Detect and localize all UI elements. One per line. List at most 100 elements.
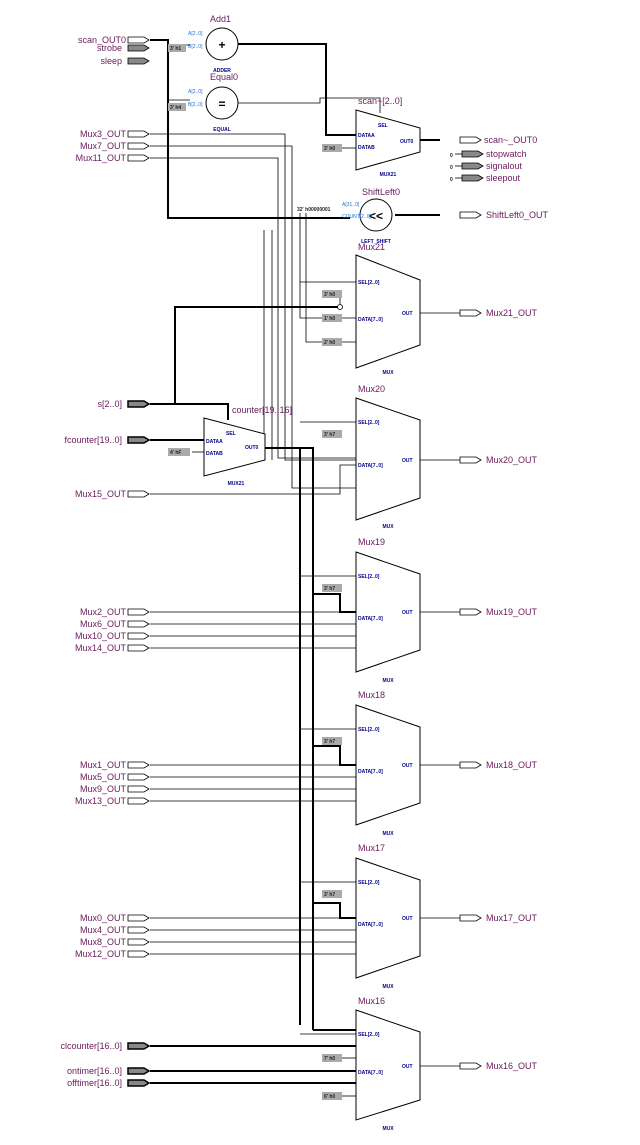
- junction-dot: [337, 304, 343, 310]
- svg-text:3' h0: 3' h0: [324, 146, 335, 152]
- svg-text:MUX: MUX: [382, 678, 394, 684]
- svg-text:SEL[2..0]: SEL[2..0]: [358, 280, 380, 286]
- block-counter[interactable]: counter[19..16] SEL DATAA DATAB OUT0 MUX…: [203, 405, 292, 487]
- const-mux21-3: 2' h0: [322, 338, 342, 346]
- svg-text:offtimer[16..0]: offtimer[16..0]: [67, 1078, 122, 1088]
- svg-text:Mux13_OUT: Mux13_OUT: [75, 796, 127, 806]
- svg-text:SEL[2..0]: SEL[2..0]: [358, 727, 380, 733]
- svg-text:strobe: strobe: [97, 43, 122, 53]
- input-port-mux9: Mux9_OUT: [80, 784, 150, 794]
- svg-text:Mux16_OUT: Mux16_OUT: [486, 1061, 538, 1071]
- block-mux16[interactable]: Mux16 SEL[2..0] DATA[7..0] OUT MUX: [355, 996, 421, 1132]
- svg-text:3' h4: 3' h4: [170, 105, 181, 111]
- svg-text:DATAB: DATAB: [358, 145, 375, 151]
- svg-text:DATAB: DATAB: [206, 451, 223, 457]
- svg-text:Mux0_OUT: Mux0_OUT: [80, 913, 127, 923]
- const-add1-b: 3' h1: [168, 44, 186, 52]
- input-ports: scan_OUT0 strobe sleep Mux3_OUT Mux7_OUT…: [60, 35, 150, 1088]
- const-scan-b: 3' h0: [322, 144, 342, 152]
- input-port-mux5: Mux5_OUT: [80, 772, 150, 782]
- svg-text:ontimer[16..0]: ontimer[16..0]: [67, 1066, 122, 1076]
- svg-text:signalout: signalout: [486, 161, 523, 171]
- svg-text:scan~[2..0]: scan~[2..0]: [358, 96, 402, 106]
- svg-text:DATA[7..0]: DATA[7..0]: [358, 317, 383, 323]
- svg-text:DATA[7..0]: DATA[7..0]: [358, 769, 383, 775]
- input-port-mux7: Mux7_OUT: [80, 141, 150, 151]
- svg-text:OUT: OUT: [402, 610, 413, 616]
- wires: [150, 39, 462, 1097]
- svg-text:Mux18_OUT: Mux18_OUT: [486, 760, 538, 770]
- svg-text:DATA[7..0]: DATA[7..0]: [358, 616, 383, 622]
- block-mux18[interactable]: Mux18 SEL[2..0] DATA[7..0] OUT MUX: [355, 690, 421, 837]
- block-equal0[interactable]: Equal0 = A[2..0] B[2..0] EQUAL: [188, 72, 239, 133]
- block-mux19[interactable]: Mux19 SEL[2..0] DATA[7..0] OUT MUX: [355, 537, 421, 684]
- svg-text:MUX21: MUX21: [228, 481, 245, 487]
- input-port-mux6: Mux6_OUT: [80, 619, 150, 629]
- block-shiftleft0[interactable]: ShiftLeft0 << A[31..0] COUNT[2..0] LEFT_…: [342, 187, 400, 245]
- svg-text:Mux1_OUT: Mux1_OUT: [80, 760, 127, 770]
- svg-text:SEL: SEL: [226, 431, 236, 437]
- const-mux21-2: 1' h0: [322, 314, 342, 322]
- svg-text:0: 0: [450, 165, 453, 171]
- svg-text:Mux4_OUT: Mux4_OUT: [80, 925, 127, 935]
- svg-text:EQUAL: EQUAL: [213, 127, 231, 133]
- svg-text:3' h7: 3' h7: [324, 892, 335, 898]
- input-port-mux12: Mux12_OUT: [75, 949, 150, 959]
- svg-text:Mux14_OUT: Mux14_OUT: [75, 643, 127, 653]
- svg-text:SEL[2..0]: SEL[2..0]: [358, 880, 380, 886]
- input-port-sleep: sleep: [100, 56, 150, 66]
- input-port-strobe: strobe: [97, 43, 150, 53]
- svg-text:sleepout: sleepout: [486, 173, 521, 183]
- svg-text:DATA[7..0]: DATA[7..0]: [358, 922, 383, 928]
- svg-text:=: =: [218, 97, 225, 111]
- svg-text:1' h0: 1' h0: [324, 316, 335, 322]
- svg-text:DATA[7..0]: DATA[7..0]: [358, 1070, 383, 1076]
- svg-text:counter[19..16]: counter[19..16]: [232, 405, 292, 415]
- svg-text:A[31..0]: A[31..0]: [342, 202, 360, 208]
- svg-text:6' h0: 6' h0: [324, 1094, 335, 1100]
- svg-text:Mux5_OUT: Mux5_OUT: [80, 772, 127, 782]
- input-port-mux3: Mux3_OUT: [80, 129, 150, 139]
- block-mux21[interactable]: Mux21 SEL[2..0] DATA[7..0] OUT MUX: [355, 242, 421, 376]
- input-port-mux4: Mux4_OUT: [80, 925, 150, 935]
- svg-text:Equal0: Equal0: [210, 72, 238, 82]
- svg-text:Mux7_OUT: Mux7_OUT: [80, 141, 127, 151]
- svg-text:+: +: [218, 38, 225, 52]
- svg-text:MUX: MUX: [382, 1126, 394, 1132]
- svg-text:ShiftLeft0: ShiftLeft0: [362, 187, 400, 197]
- input-port-mux10: Mux10_OUT: [75, 631, 150, 641]
- svg-text:Mux21_OUT: Mux21_OUT: [486, 308, 538, 318]
- svg-text:OUT0: OUT0: [400, 139, 414, 145]
- const-mux21-1: 3' h0: [322, 290, 342, 298]
- block-mux17[interactable]: Mux17 SEL[2..0] DATA[7..0] OUT MUX: [355, 843, 421, 990]
- svg-text:Mux8_OUT: Mux8_OUT: [80, 937, 127, 947]
- const-mux17-1: 3' h7: [322, 890, 342, 898]
- input-port-mux15: Mux15_OUT: [75, 489, 150, 499]
- svg-text:SEL[2..0]: SEL[2..0]: [358, 574, 380, 580]
- block-mux20[interactable]: Mux20 SEL[2..0] DATA[7..0] OUT MUX: [355, 384, 421, 530]
- svg-text:B[2..0]: B[2..0]: [188, 44, 203, 50]
- const-mux18-1: 3' h7: [322, 737, 342, 745]
- svg-text:Mux12_OUT: Mux12_OUT: [75, 949, 127, 959]
- svg-text:3' h1: 3' h1: [170, 46, 181, 52]
- svg-text:MUX: MUX: [382, 831, 394, 837]
- svg-text:3' h7: 3' h7: [324, 432, 335, 438]
- input-port-fcounter: fcounter[19..0]: [64, 435, 150, 445]
- svg-text:OUT: OUT: [402, 1064, 413, 1070]
- const-mux19-1: 3' h7: [322, 584, 342, 592]
- svg-text:Mux10_OUT: Mux10_OUT: [75, 631, 127, 641]
- block-scan[interactable]: scan~[2..0] SEL DATAA DATAB OUT0 MUX21: [355, 96, 421, 178]
- svg-text:OUT: OUT: [402, 763, 413, 769]
- svg-text:Mux9_OUT: Mux9_OUT: [80, 784, 127, 794]
- svg-text:4' hF: 4' hF: [170, 450, 181, 456]
- svg-text:Mux19: Mux19: [358, 537, 385, 547]
- svg-text:Mux17: Mux17: [358, 843, 385, 853]
- svg-text:LEFT_SHIFT: LEFT_SHIFT: [361, 239, 391, 245]
- svg-text:Mux19_OUT: Mux19_OUT: [486, 607, 538, 617]
- svg-text:scan_OUT0: scan_OUT0: [78, 35, 126, 45]
- block-add1[interactable]: Add1 + A[2..0] B[2..0] ADDER: [188, 14, 239, 74]
- svg-text:stopwatch: stopwatch: [486, 149, 527, 159]
- svg-text:fcounter[19..0]: fcounter[19..0]: [64, 435, 122, 445]
- svg-text:2' h0: 2' h0: [324, 340, 335, 346]
